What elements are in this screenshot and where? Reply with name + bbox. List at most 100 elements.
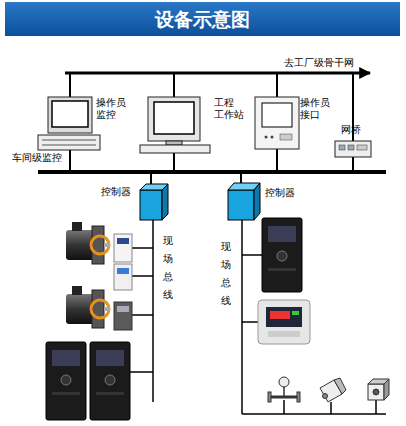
servo-motor-part bbox=[72, 222, 82, 231]
field-bus-lines-part bbox=[375, 400, 377, 414]
display-unit-part bbox=[258, 300, 310, 344]
node-label: 控制器 bbox=[101, 186, 137, 198]
servo-motor-part bbox=[91, 236, 109, 254]
field-bus-lines-part bbox=[242, 321, 258, 323]
operator-panel bbox=[255, 97, 299, 149]
servo-motor bbox=[66, 222, 110, 264]
diagram-title: 设备示意图 bbox=[5, 2, 400, 36]
workstation-computer-part bbox=[166, 141, 182, 145]
fieldbus-label: 现 场 总 线 bbox=[163, 232, 175, 304]
servo-drive bbox=[114, 234, 132, 262]
fieldbus-label: 现 场 总 线 bbox=[221, 238, 233, 310]
engineering-workstation: 工程 工作站 bbox=[138, 95, 212, 155]
flow-sensor-part bbox=[297, 392, 300, 402]
workstation-computer-part bbox=[140, 145, 210, 153]
network-bridge-part bbox=[357, 145, 367, 150]
network-lines-part bbox=[69, 150, 71, 172]
inverter-drive-part bbox=[61, 375, 71, 385]
field-bus-lines-part bbox=[132, 275, 153, 277]
network-lines-part bbox=[276, 73, 278, 97]
flow-sensor-part bbox=[283, 386, 285, 397]
operator-panel-part bbox=[271, 136, 274, 139]
field-bus-lines bbox=[130, 220, 386, 414]
workstation-computer bbox=[140, 97, 210, 153]
network-lines bbox=[38, 73, 386, 186]
controller-cube-part bbox=[140, 190, 162, 220]
inverter-drive-part bbox=[96, 392, 124, 395]
title-band bbox=[5, 2, 400, 36]
display-unit-part bbox=[292, 311, 299, 315]
controller-cube-part bbox=[228, 190, 254, 220]
inverter-drive-part bbox=[105, 375, 115, 385]
inverter-drive-part bbox=[96, 350, 124, 366]
node-label: 网桥 bbox=[341, 124, 371, 136]
servo-motor bbox=[66, 286, 110, 328]
sensor-part bbox=[373, 389, 379, 395]
sensor-part bbox=[334, 378, 346, 394]
controller: 控制器 bbox=[138, 182, 170, 222]
field-bus-lines-part bbox=[132, 247, 153, 249]
servo-drive-part bbox=[117, 268, 129, 274]
flow-sensor-part bbox=[268, 392, 271, 402]
operator-computer-part bbox=[52, 101, 88, 127]
inverter-drive-part bbox=[52, 392, 80, 395]
inverter-drive-part bbox=[90, 342, 130, 420]
controller-cube bbox=[228, 183, 260, 220]
sensor-part bbox=[323, 394, 328, 399]
operator-panel-part bbox=[262, 103, 292, 127]
network-bridge-part bbox=[335, 141, 371, 157]
inverter-drive bbox=[46, 342, 86, 420]
inverter-drive-part bbox=[277, 251, 287, 261]
sensor bbox=[320, 378, 346, 402]
network-lines-part bbox=[352, 157, 354, 172]
operator-computer-part bbox=[38, 135, 100, 150]
servo-drive bbox=[114, 302, 132, 330]
node-label: 操作员 接口 bbox=[300, 97, 336, 121]
network-bridge-part bbox=[348, 145, 354, 150]
display-unit-part bbox=[268, 331, 300, 337]
servo-motor-part bbox=[91, 300, 109, 318]
network-label: 去工厂级骨干网 bbox=[284, 57, 384, 69]
sensor bbox=[368, 379, 389, 400]
servo-drive-part bbox=[114, 234, 132, 262]
inverter-drive bbox=[90, 342, 130, 420]
workstation-computer-part bbox=[148, 97, 200, 141]
inverter-drive-part bbox=[46, 342, 86, 420]
controller-cube-part bbox=[254, 183, 260, 220]
field-bus-lines-part bbox=[283, 400, 285, 414]
field-bus-lines-part bbox=[242, 254, 262, 256]
inverter-drive bbox=[262, 218, 302, 292]
servo-drive-part bbox=[117, 306, 129, 312]
servo-motor-part bbox=[104, 307, 110, 311]
workstation-computer-part bbox=[154, 102, 194, 134]
operator-computer-part bbox=[42, 145, 96, 146]
servo-motor-part bbox=[92, 290, 104, 328]
network-lines-part bbox=[69, 73, 71, 97]
field-bus-lines-part bbox=[241, 220, 243, 414]
servo-motor-part bbox=[72, 286, 82, 295]
network-lines-part bbox=[38, 170, 386, 174]
controller: 控制器 bbox=[226, 181, 262, 223]
network-lines-part bbox=[173, 153, 175, 172]
field-bus-lines-part bbox=[130, 371, 153, 373]
servo-drive bbox=[114, 264, 132, 290]
operator-panel-part bbox=[255, 97, 299, 149]
controller-cube-part bbox=[162, 184, 168, 220]
network-bridge bbox=[335, 141, 371, 157]
operator-panel-part bbox=[265, 136, 268, 139]
field-bus-lines-part bbox=[132, 314, 153, 316]
flow-sensor-part bbox=[279, 377, 289, 387]
node-label: 工程 工作站 bbox=[214, 97, 248, 121]
node-label: 控制器 bbox=[265, 187, 301, 199]
field-bus-lines-part bbox=[330, 402, 332, 414]
field-bus-lines-part bbox=[242, 413, 386, 415]
operator-computer-part bbox=[42, 140, 96, 141]
operator-panel-part bbox=[280, 134, 292, 140]
operator-computer bbox=[38, 97, 100, 150]
servo-motor-part bbox=[104, 243, 110, 247]
inverter-drive-part bbox=[262, 218, 302, 292]
operator-console: 操作员 监控 bbox=[36, 95, 102, 152]
servo-motor-part bbox=[92, 226, 104, 264]
servo-drive-part bbox=[114, 264, 132, 290]
